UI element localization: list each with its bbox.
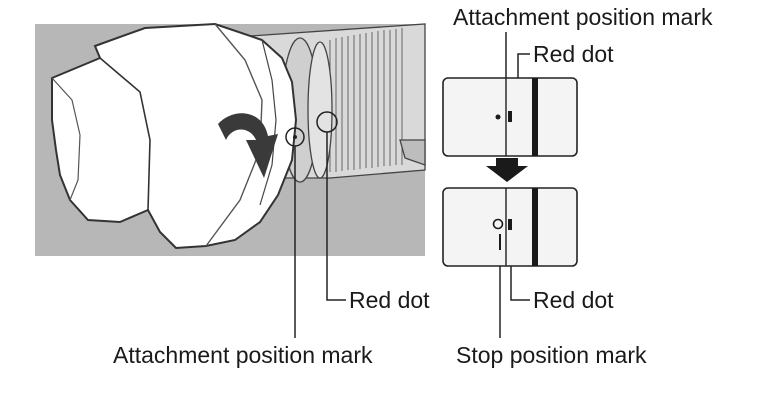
red-dot-marker-after bbox=[508, 219, 512, 230]
lens-hood bbox=[51, 22, 298, 250]
red-dot-marker bbox=[508, 111, 512, 122]
photo-red-dot-label: Red dot bbox=[349, 287, 430, 313]
photo-panel bbox=[35, 22, 426, 256]
photo-leader-lines bbox=[294, 132, 346, 338]
curved-rotate-arrow-icon bbox=[218, 113, 278, 178]
photo-attachment-mark-dot bbox=[293, 135, 297, 139]
stop-position-mark-label: Stop position mark bbox=[456, 342, 647, 368]
top-attachment-mark-label: Attachment position mark bbox=[453, 4, 713, 30]
detail-red-dot-label: Red dot bbox=[533, 287, 614, 313]
stop-mark-circle bbox=[492, 218, 504, 230]
bottom-attachment-mark-label: Attachment position mark bbox=[113, 342, 373, 368]
attachment-mark-dot bbox=[495, 114, 501, 120]
down-arrow-icon bbox=[486, 158, 528, 182]
detail-panel-after bbox=[442, 187, 578, 267]
detail-panel-before bbox=[442, 77, 578, 157]
top-red-dot-label: Red dot bbox=[533, 41, 614, 67]
detail-leader-lines bbox=[499, 32, 530, 338]
